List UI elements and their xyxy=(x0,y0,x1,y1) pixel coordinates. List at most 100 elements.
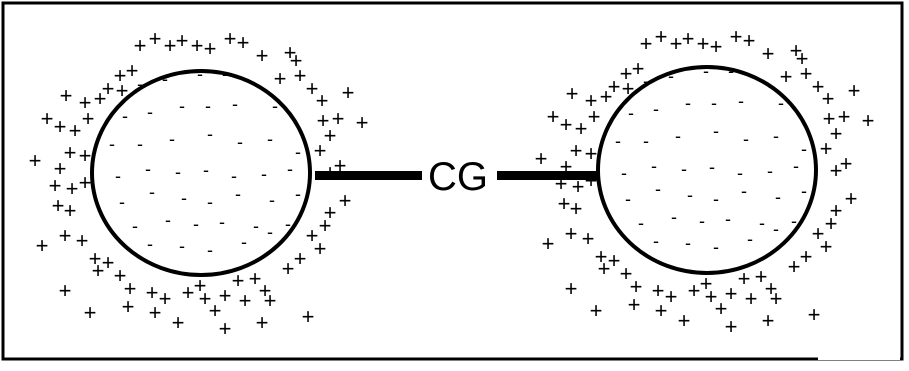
positive-charge: + xyxy=(845,186,858,211)
negative-charge: - xyxy=(222,64,228,84)
negative-charge: - xyxy=(162,69,168,89)
positive-charge: + xyxy=(282,256,295,281)
connector-bar-left xyxy=(315,171,422,180)
negative-charge: - xyxy=(655,179,661,199)
positive-charge: + xyxy=(54,114,67,139)
positive-charge: + xyxy=(294,246,307,271)
positive-charge: + xyxy=(730,24,743,49)
negative-charge: - xyxy=(149,182,155,202)
negative-charge: - xyxy=(175,162,181,182)
positive-charge: + xyxy=(585,88,598,113)
negative-charge: - xyxy=(147,234,153,254)
positive-charge: + xyxy=(126,58,139,83)
positive-charge: + xyxy=(89,246,102,271)
negative-charge: - xyxy=(638,213,644,233)
positive-charge: + xyxy=(316,88,329,113)
positive-charge: + xyxy=(697,31,710,56)
negative-charge: - xyxy=(643,71,649,91)
negative-charge: - xyxy=(773,219,779,239)
positive-charge: + xyxy=(79,143,92,168)
negative-charge: - xyxy=(791,211,797,231)
positive-charge: + xyxy=(822,86,835,111)
positive-charge: + xyxy=(49,173,62,198)
positive-charge: + xyxy=(249,266,262,291)
positive-charge: + xyxy=(290,48,303,73)
negative-charge: - xyxy=(687,185,693,205)
positive-charge: + xyxy=(535,146,548,171)
negative-charge: - xyxy=(115,166,121,186)
positive-charge: + xyxy=(146,280,159,305)
positive-charge: + xyxy=(256,43,269,68)
negative-charge: - xyxy=(132,216,138,236)
positive-charge: + xyxy=(209,298,222,323)
particle-left-outline xyxy=(90,69,312,277)
positive-charge: + xyxy=(582,226,595,251)
positive-charge: + xyxy=(780,64,793,89)
negative-charge: - xyxy=(137,74,143,94)
negative-charge: - xyxy=(181,188,187,208)
positive-charge: + xyxy=(560,112,573,137)
positive-charge: + xyxy=(665,284,678,309)
positive-charge: + xyxy=(670,31,683,56)
positive-charge: + xyxy=(755,264,768,289)
positive-charge: + xyxy=(114,63,127,88)
positive-charge: + xyxy=(547,104,560,129)
positive-charge: + xyxy=(59,223,72,248)
positive-charge: + xyxy=(770,286,783,311)
negative-charge: - xyxy=(145,159,151,179)
positive-charge: + xyxy=(620,261,633,286)
positive-charge: + xyxy=(830,158,843,183)
positive-charge: + xyxy=(256,310,269,335)
positive-charge: + xyxy=(655,24,668,49)
negative-charge: - xyxy=(653,231,659,251)
negative-charge: - xyxy=(295,184,301,204)
positive-charge: + xyxy=(122,294,135,319)
negative-charge: - xyxy=(801,139,807,159)
positive-charge: + xyxy=(830,198,843,223)
positive-charge: + xyxy=(114,263,127,288)
negative-charge: - xyxy=(668,66,674,86)
positive-charge: + xyxy=(79,90,92,115)
positive-charge: + xyxy=(102,76,115,101)
negative-charge: - xyxy=(267,129,273,149)
positive-charge: + xyxy=(52,193,65,218)
negative-charge: - xyxy=(801,181,807,201)
negative-charge: - xyxy=(703,61,709,81)
positive-charge: + xyxy=(317,108,330,133)
positive-charge: + xyxy=(319,213,332,238)
positive-charge: + xyxy=(191,33,204,58)
positive-charge: + xyxy=(324,160,337,185)
particle-left: ----------------------------------------… xyxy=(29,26,369,341)
negative-charge: - xyxy=(615,131,621,151)
negative-charge: - xyxy=(272,96,278,116)
positive-charge: + xyxy=(620,61,633,86)
positive-charge: + xyxy=(570,138,583,163)
positive-charge: + xyxy=(590,298,603,323)
positive-charge: + xyxy=(116,78,129,103)
positive-charge: + xyxy=(314,236,327,261)
negative-charge: - xyxy=(711,93,717,113)
positive-charge: + xyxy=(92,258,105,283)
positive-charge: + xyxy=(84,300,97,325)
positive-charge: + xyxy=(632,56,645,81)
negative-charge: - xyxy=(147,102,153,122)
positive-charge: + xyxy=(54,156,67,181)
negative-charge: - xyxy=(253,216,259,236)
negative-charge: - xyxy=(287,159,293,179)
positive-charge: + xyxy=(678,308,691,333)
positive-charge: + xyxy=(598,256,611,281)
negative-charge: - xyxy=(267,222,273,242)
negative-charge: - xyxy=(643,131,649,151)
positive-charge: + xyxy=(572,174,585,199)
positive-charge: + xyxy=(239,288,252,313)
positive-charge: + xyxy=(800,244,813,269)
positive-charge: + xyxy=(575,116,588,141)
positive-charge: + xyxy=(710,34,723,59)
positive-charge: + xyxy=(66,176,79,201)
positive-charge: + xyxy=(848,78,861,103)
positive-charge: + xyxy=(820,234,833,259)
positive-charge: + xyxy=(306,76,319,101)
positive-charge: + xyxy=(274,66,287,91)
negative-charge: - xyxy=(269,190,275,210)
